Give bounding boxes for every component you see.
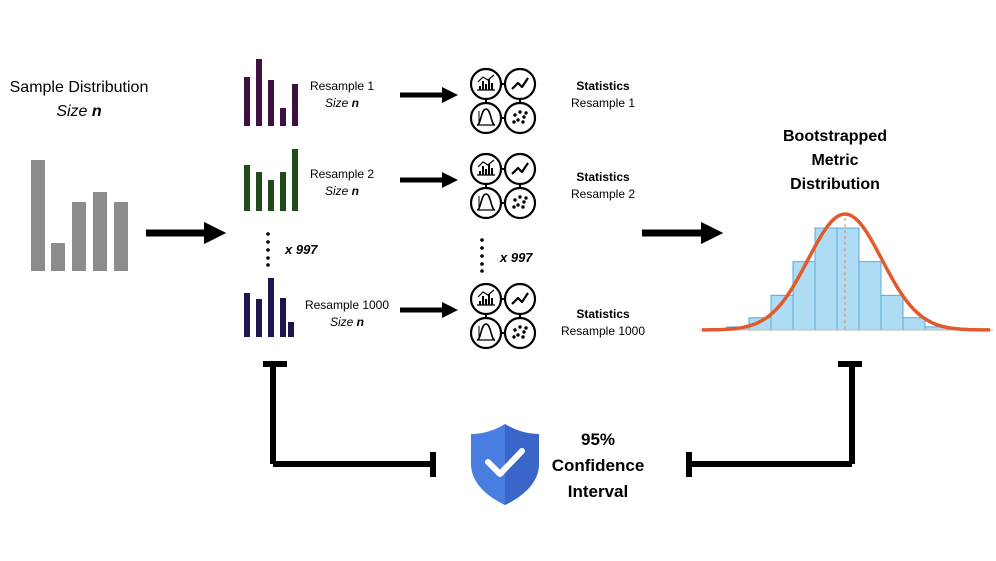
statistics-icons-1 [469, 67, 537, 135]
right-bracket-connector [686, 361, 862, 477]
sample-size-prefix: Size [56, 103, 88, 120]
resample-2-size: Size n [302, 183, 382, 200]
statistics-icons-1000 [469, 282, 537, 350]
histogram-bar [880, 294, 904, 331]
bootstrapped-title: Bootstrapped Metric Distribution [750, 125, 920, 197]
resample-1000-size-var: n [356, 315, 365, 329]
bootstrapped-line-1: Bootstrapped [783, 128, 887, 145]
bell-curve-icon [469, 186, 503, 220]
bootstrapped-line-2: Metric [811, 152, 859, 169]
statistics-icons-2 [469, 152, 537, 220]
confidence-line-2: Confidence [551, 456, 645, 475]
confidence-line-1: 95% [580, 430, 616, 449]
resample-1-label: Resample 1 [309, 79, 375, 93]
sample-bar-chart-icon [31, 160, 128, 271]
ellipsis-count-left: x 997 [285, 242, 318, 257]
resample-2-size-prefix: Size [324, 184, 349, 198]
resample-2-size-var: n [351, 184, 360, 198]
sample-size-var: n [91, 103, 102, 120]
statistics-2-subtitle: Resample 2 [570, 187, 636, 201]
resample-1-bar-chart-icon [244, 59, 298, 126]
statistics-2-title: Statistics [576, 170, 630, 184]
bootstrapped-line-3: Distribution [790, 176, 880, 193]
scatter-plot-icon [503, 316, 537, 350]
histogram-bar [792, 261, 816, 331]
statistics-1000-title: Statistics [576, 307, 630, 321]
bar-chart-icon [469, 282, 503, 316]
ellipsis-dots-right [480, 238, 484, 273]
scatter-plot-icon [503, 186, 537, 220]
resample-1000-bar-chart-icon [244, 278, 294, 337]
histogram-bar [858, 261, 882, 331]
histogram-bar [836, 227, 860, 331]
ellipsis-count-right: x 997 [500, 250, 533, 265]
resample-1-size: Size n [302, 95, 382, 112]
confidence-interval-label: 95% Confidence Interval [538, 427, 658, 505]
statistics-1000-subtitle: Resample 1000 [560, 324, 646, 338]
line-chart-icon [503, 282, 537, 316]
resample-1-size-prefix: Size [324, 96, 349, 110]
sample-distribution-title: Sample Distribution [9, 79, 149, 96]
bell-curve-icon [469, 316, 503, 350]
confidence-line-3: Interval [567, 482, 629, 501]
bar-chart-icon [469, 152, 503, 186]
shield-check-icon [471, 424, 539, 505]
bootstrapped-histogram [726, 227, 948, 331]
resample-1-size-var: n [351, 96, 360, 110]
sample-size-label: Size n [0, 101, 158, 123]
statistics-1-subtitle: Resample 1 [570, 96, 636, 110]
ellipsis-dots-left [266, 232, 270, 267]
bell-curve-icon [469, 101, 503, 135]
resample-2-bar-chart-icon [244, 149, 298, 211]
normal-curve [702, 212, 990, 332]
resample-1000-size: Size n [297, 314, 397, 331]
resample-1000-label: Resample 1000 [304, 298, 390, 312]
line-chart-icon [503, 152, 537, 186]
line-chart-icon [503, 67, 537, 101]
histogram-bar [902, 317, 926, 331]
scatter-plot-icon [503, 101, 537, 135]
statistics-1-title: Statistics [576, 79, 630, 93]
left-bracket-connector [263, 361, 436, 477]
resample-2-label: Resample 2 [309, 167, 375, 181]
resample-1000-size-prefix: Size [329, 315, 354, 329]
bar-chart-icon [469, 67, 503, 101]
